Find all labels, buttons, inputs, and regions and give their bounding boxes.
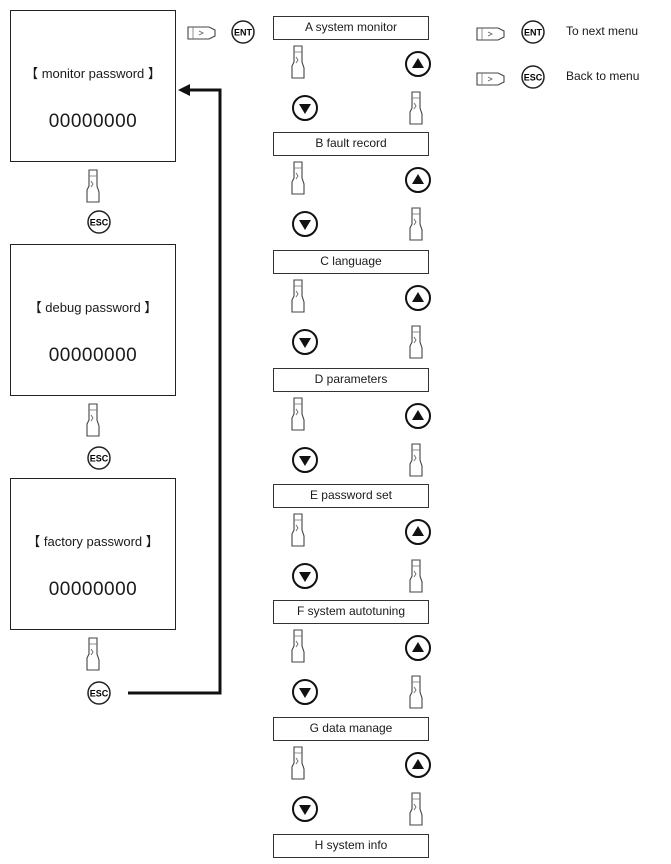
hand-pointer-icon (476, 27, 505, 41)
up-arrow-button-icon (405, 285, 431, 311)
panel-value: 00000000 (48, 345, 138, 366)
up-arrow-button-icon (405, 51, 431, 77)
hand-pointer-icon (409, 443, 423, 477)
esc-key-label: ESC (90, 218, 109, 228)
esc-key-icon: ESC (87, 446, 111, 470)
ent-key-label: ENT (234, 28, 253, 38)
up-arrow-button-icon (405, 167, 431, 193)
ent-key-label: ENT (524, 28, 543, 38)
menu-item-system-info[interactable]: H system info (273, 834, 429, 858)
down-arrow-button-icon (292, 447, 318, 473)
esc-key-label: ESC (90, 454, 109, 464)
return-connector-line (128, 88, 222, 695)
menu-item-fault-record[interactable]: B fault record (273, 132, 429, 156)
hand-pointer-icon (409, 91, 423, 125)
hand-pointer-icon (291, 45, 305, 79)
hand-pointer-icon (291, 746, 305, 780)
hand-pointer-icon (409, 675, 423, 709)
ent-key-icon: ENT (231, 20, 255, 44)
menu-item-system-autotuning[interactable]: F system autotuning (273, 600, 429, 624)
esc-key-label: ESC (90, 689, 109, 699)
legend-esc-text: Back to menu (566, 69, 640, 83)
hand-pointer-icon (476, 72, 505, 86)
hand-pointer-icon (291, 279, 305, 313)
legend-ent-text: To next menu (566, 24, 639, 38)
panel-value: 00000000 (48, 579, 138, 600)
panel-value: 00000000 (48, 111, 138, 132)
up-arrow-button-icon (405, 403, 431, 429)
menu-item-data-manage[interactable]: G data manage (273, 717, 429, 741)
down-arrow-button-icon (292, 95, 318, 121)
debug-password-panel: 【 debug password 】 00000000 (10, 244, 176, 396)
esc-key-icon: ESC (87, 681, 111, 705)
hand-pointer-icon (86, 169, 100, 203)
down-arrow-button-icon (292, 679, 318, 705)
hand-pointer-icon (291, 513, 305, 547)
esc-key-icon: ESC (87, 210, 111, 234)
up-arrow-button-icon (405, 752, 431, 778)
hand-pointer-icon (409, 325, 423, 359)
hand-pointer-icon (86, 637, 100, 671)
hand-pointer-icon (409, 207, 423, 241)
hand-pointer-icon (86, 403, 100, 437)
hand-pointer-icon (409, 559, 423, 593)
esc-key-icon: ESC (521, 65, 545, 89)
down-arrow-button-icon (292, 211, 318, 237)
hand-pointer-icon (291, 397, 305, 431)
factory-password-panel: 【 factory password 】 00000000 (10, 478, 176, 630)
monitor-password-panel: 【 monitor password 】 00000000 (10, 10, 176, 162)
down-arrow-button-icon (292, 796, 318, 822)
return-arrowhead (178, 84, 190, 96)
ent-key-icon: ENT (521, 20, 545, 44)
panel-title: 【 debug password 】 (28, 300, 158, 315)
menu-item-language[interactable]: C language (273, 250, 429, 274)
up-arrow-button-icon (405, 635, 431, 661)
menu-item-system-monitor[interactable]: A system monitor (273, 16, 429, 40)
hand-pointer-icon (187, 26, 216, 40)
hand-pointer-icon (291, 629, 305, 663)
panel-title: 【 monitor password 】 (25, 66, 161, 81)
hand-pointer-icon (291, 161, 305, 195)
down-arrow-button-icon (292, 563, 318, 589)
hand-pointer-icon (409, 792, 423, 826)
panel-title: 【 factory password 】 (27, 534, 159, 549)
down-arrow-button-icon (292, 329, 318, 355)
up-arrow-button-icon (405, 519, 431, 545)
menu-item-parameters[interactable]: D parameters (273, 368, 429, 392)
esc-key-label: ESC (524, 73, 543, 83)
menu-item-password-set[interactable]: E password set (273, 484, 429, 508)
